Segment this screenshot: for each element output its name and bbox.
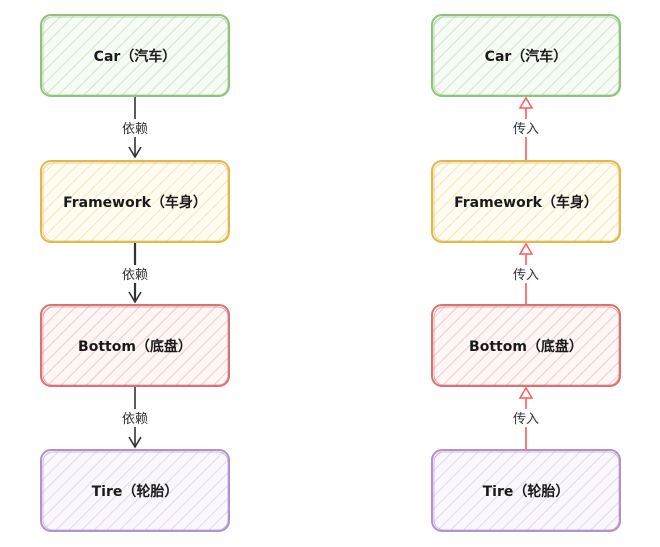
right-node-framework[interactable]: Framework（车身） xyxy=(431,160,621,243)
node-box-sketch xyxy=(42,162,229,242)
edge-label-bg xyxy=(508,119,544,137)
node-label: Tire（轮胎） xyxy=(92,483,179,500)
left-edge-car-framework: 依赖 xyxy=(117,96,153,159)
node-label: Tire（轮胎） xyxy=(483,483,570,500)
right-node-tire[interactable]: Tire（轮胎） xyxy=(431,449,621,532)
node-box-sketch xyxy=(42,16,229,96)
arrow-down-icon xyxy=(128,291,142,304)
edge-label-bg xyxy=(117,265,153,283)
node-box-sketch xyxy=(433,16,620,96)
node-label: Car（汽车） xyxy=(485,48,568,65)
node-box xyxy=(40,304,230,387)
edge-label: 传入 xyxy=(513,412,539,427)
right-node-car[interactable]: Car（汽车） xyxy=(431,14,621,97)
edge-label-bg xyxy=(117,409,153,427)
node-box-sketch xyxy=(42,306,229,386)
node-label: Car（汽车） xyxy=(94,48,177,65)
edge-label-bg xyxy=(508,409,544,427)
right-diagram: 传入 传入 传入 Car（汽车） Framework（车身） xyxy=(431,14,621,532)
left-node-framework[interactable]: Framework（车身） xyxy=(40,160,230,243)
edge-label: 依赖 xyxy=(122,122,148,137)
node-box-sketch xyxy=(433,162,620,242)
left-edge-bottom-tire: 依赖 xyxy=(117,386,153,449)
left-node-car[interactable]: Car（汽车） xyxy=(40,14,230,97)
node-box-sketch xyxy=(433,306,620,386)
node-box xyxy=(431,449,621,532)
left-edge-framework-bottom: 依赖 xyxy=(117,242,153,304)
edge-label: 传入 xyxy=(513,268,539,283)
right-edge-tire-bottom: 传入 xyxy=(508,386,544,449)
arrow-up-icon xyxy=(518,242,534,255)
arrow-down-icon xyxy=(128,436,142,449)
node-label: Bottom（底盘） xyxy=(469,338,583,355)
node-box xyxy=(431,14,621,97)
edge-label-bg xyxy=(508,265,544,283)
edge-label: 传入 xyxy=(513,122,539,137)
left-node-bottom[interactable]: Bottom（底盘） xyxy=(40,304,230,387)
right-edge-framework-car: 传入 xyxy=(508,96,544,160)
node-box xyxy=(431,304,621,387)
left-node-tire[interactable]: Tire（轮胎） xyxy=(40,449,230,532)
right-edge-bottom-framework: 传入 xyxy=(508,242,544,304)
arrow-down-icon xyxy=(128,146,142,159)
node-label: Framework（车身） xyxy=(454,194,598,211)
edge-label: 依赖 xyxy=(122,412,148,427)
edge-label: 依赖 xyxy=(122,268,148,283)
node-box-sketch xyxy=(42,451,229,531)
arrow-up-icon xyxy=(518,386,534,399)
node-box xyxy=(40,449,230,532)
node-box xyxy=(40,160,230,243)
node-box xyxy=(40,14,230,97)
left-diagram: 依赖 依赖 依赖 Car（汽车） Framework（车身） xyxy=(40,14,230,532)
node-box xyxy=(431,160,621,243)
node-label: Framework（车身） xyxy=(63,194,207,211)
edge-label-bg xyxy=(117,119,153,137)
node-label: Bottom（底盘） xyxy=(78,338,192,355)
arrow-up-icon xyxy=(518,96,534,109)
right-node-bottom[interactable]: Bottom（底盘） xyxy=(431,304,621,387)
node-box-sketch xyxy=(433,451,620,531)
